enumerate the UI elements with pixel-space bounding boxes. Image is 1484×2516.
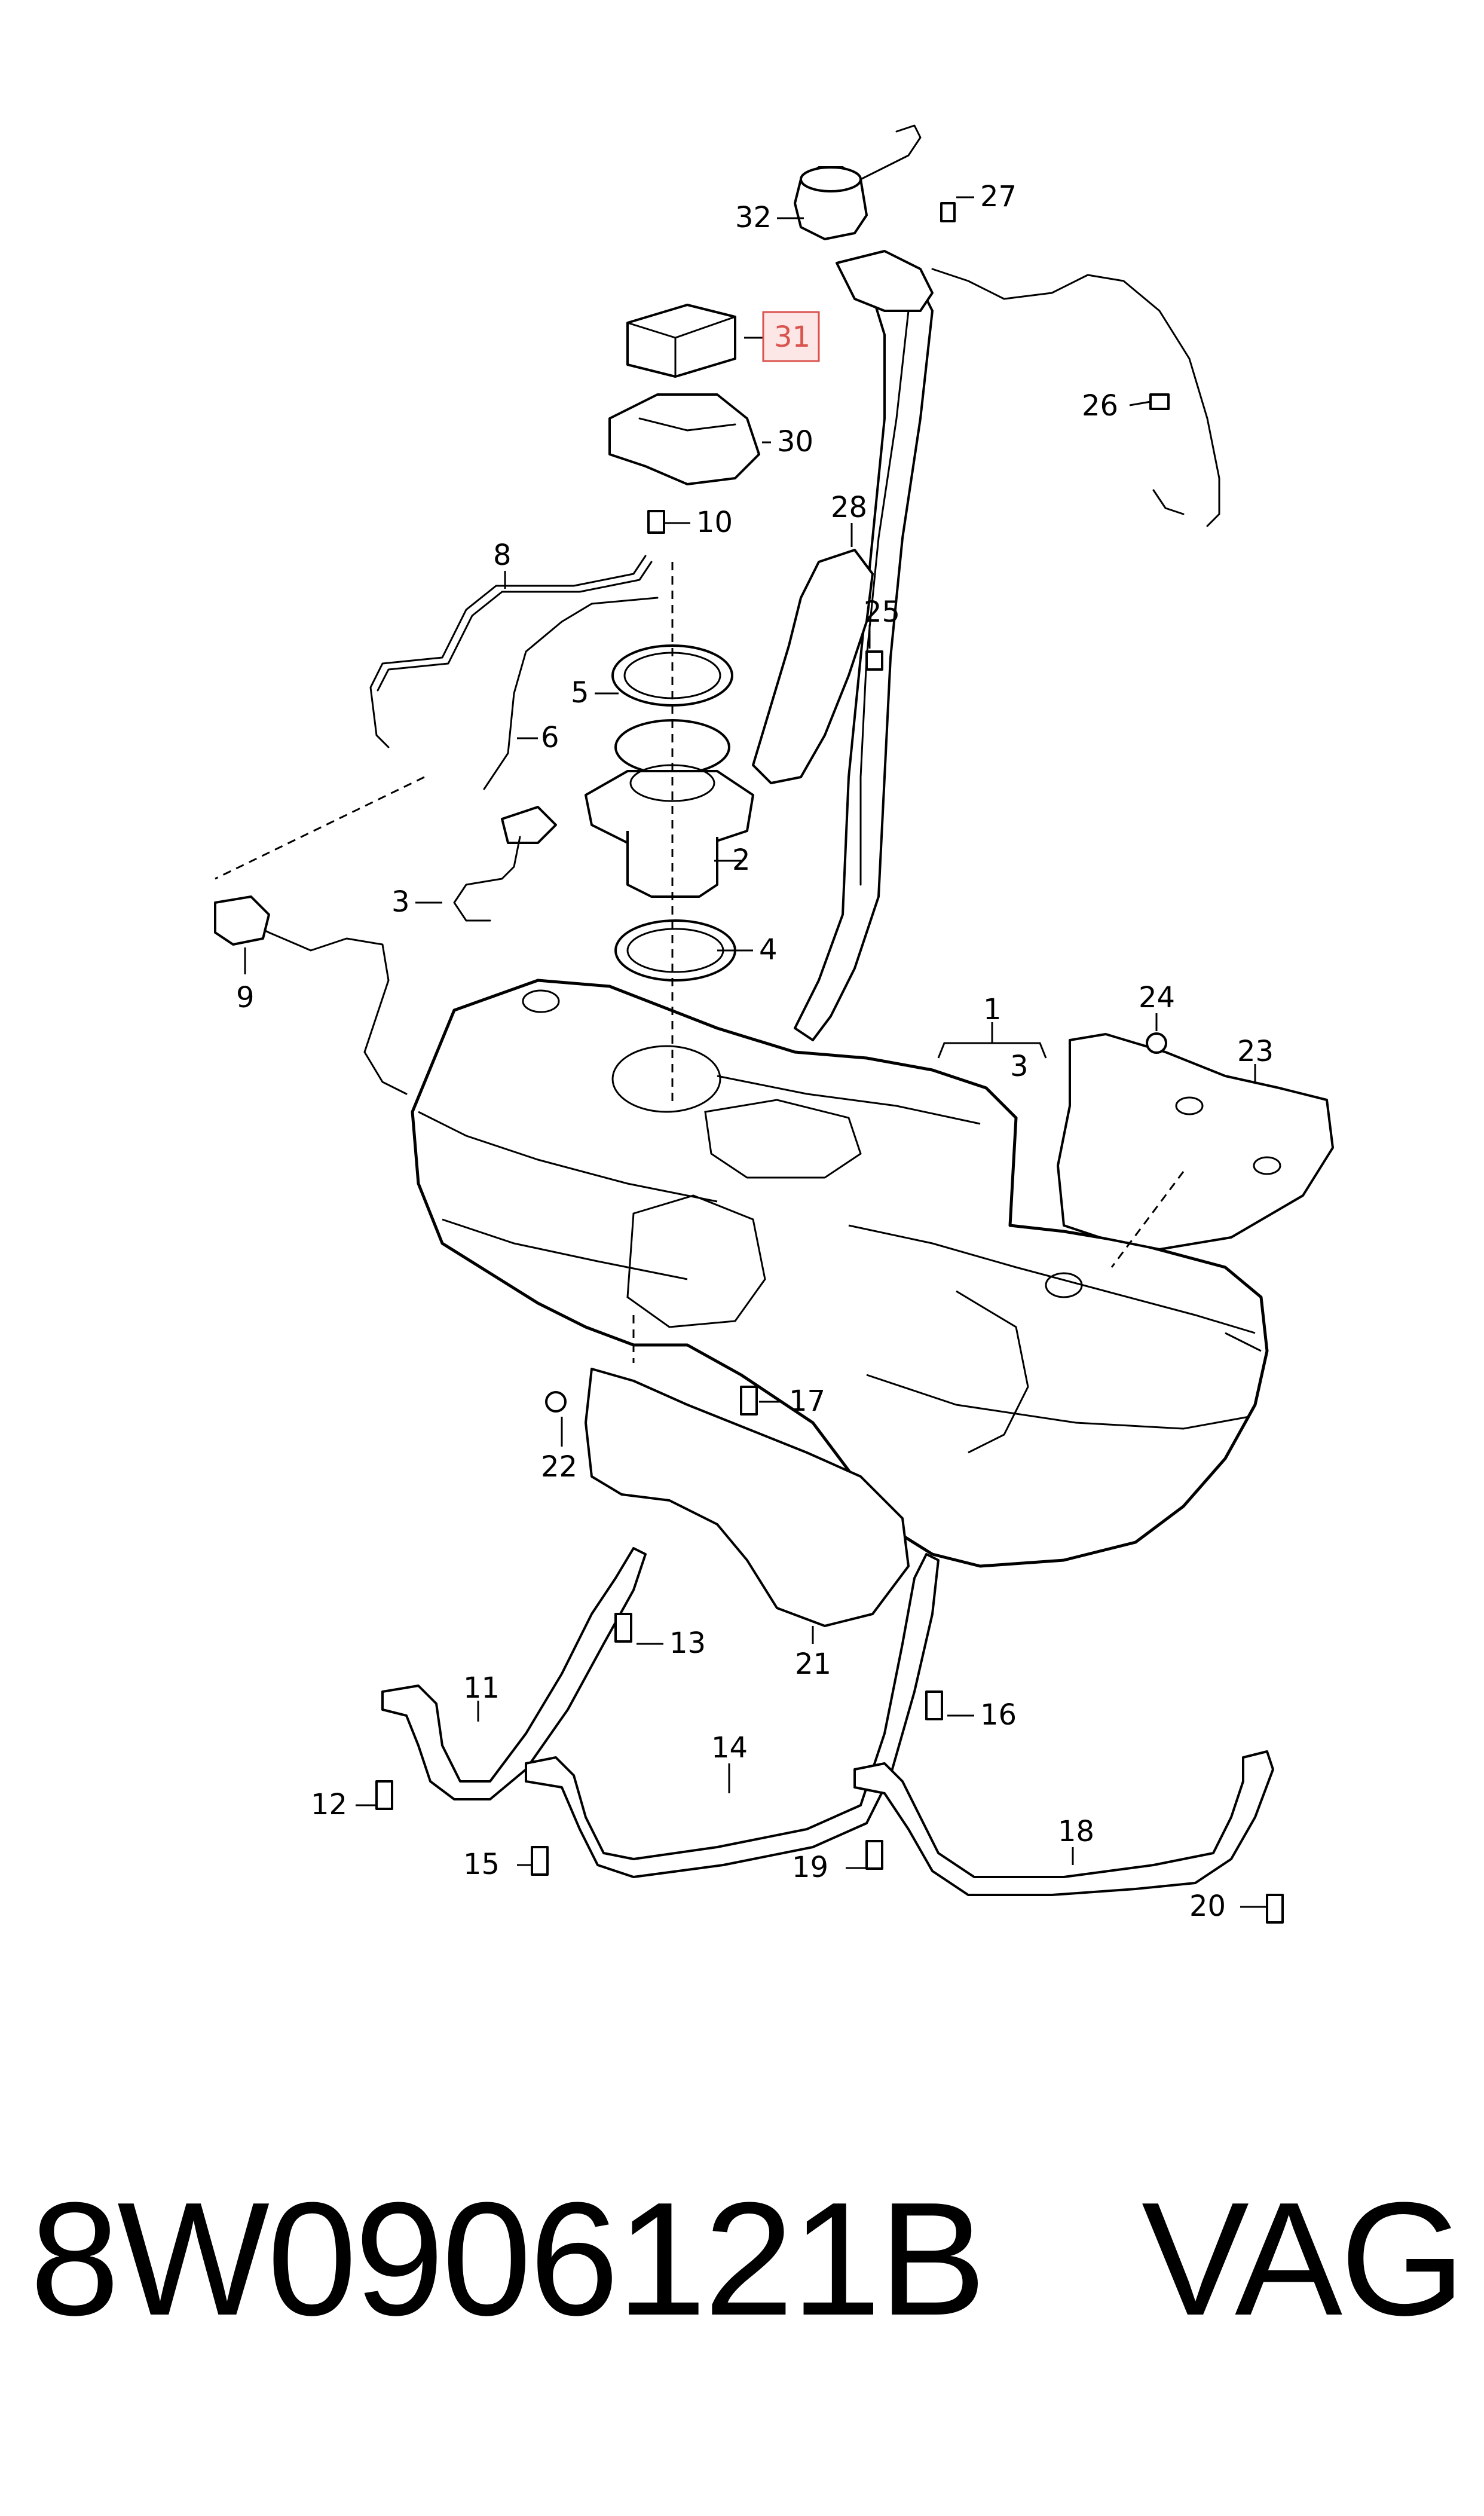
callout-16: 16 xyxy=(980,1698,1017,1732)
connector-wire xyxy=(214,806,557,946)
callout-13: 13 xyxy=(669,1627,706,1660)
callout-30: 30 xyxy=(777,425,813,458)
brand-name: VAG xyxy=(1142,2169,1465,2349)
part-number: 8W0906121B xyxy=(30,2169,986,2349)
tank-strap-14 xyxy=(525,1553,940,1878)
heat-shield-lower xyxy=(585,1368,910,1627)
callout-labels: 1 3 2 3 4 5 6 8 9 10 11 12 13 14 15 16 1… xyxy=(236,180,1274,1923)
leader-lines xyxy=(244,196,1267,1908)
callout-28: 28 xyxy=(831,491,867,524)
footer: 8W0906121B VAG xyxy=(30,2169,1465,2349)
callout-32: 32 xyxy=(735,201,772,234)
callout-18: 18 xyxy=(1058,1815,1094,1848)
fuel-pump-assembly xyxy=(585,644,754,898)
dashed-assembly-lines xyxy=(215,562,1185,1363)
callout-14: 14 xyxy=(711,1731,748,1765)
filler-neck xyxy=(794,250,1220,1041)
callout-6: 6 xyxy=(541,721,559,754)
filler-cap xyxy=(794,124,922,240)
callout-4: 4 xyxy=(759,933,778,967)
callout-11: 11 xyxy=(463,1671,500,1705)
callout-31-highlight-box xyxy=(762,311,820,362)
callout-9: 9 xyxy=(236,981,255,1014)
callout-2: 2 xyxy=(732,843,751,877)
tank-strap-11 xyxy=(381,1547,647,1800)
heat-shield-right xyxy=(1057,1033,1334,1251)
callout-20: 20 xyxy=(1189,1890,1226,1923)
callout-15: 15 xyxy=(463,1848,500,1881)
callout-22: 22 xyxy=(541,1450,577,1484)
tank-strap-18 xyxy=(853,1750,1274,1896)
heat-shield-filler xyxy=(752,549,874,784)
callout-27: 27 xyxy=(980,180,1017,213)
fuel-pump-control-unit xyxy=(626,304,736,378)
fuel-lines xyxy=(244,555,659,1095)
callout-21: 21 xyxy=(795,1647,831,1681)
callout-24: 24 xyxy=(1139,981,1175,1014)
callout-10: 10 xyxy=(696,506,733,539)
callout-3-connector: 3 xyxy=(391,885,410,919)
callout-5: 5 xyxy=(571,676,589,710)
callout-31: 31 xyxy=(774,320,810,354)
callout-12: 12 xyxy=(311,1788,347,1821)
callout-26: 26 xyxy=(1082,389,1118,423)
callout-17: 17 xyxy=(789,1384,825,1418)
callout-8: 8 xyxy=(493,539,512,572)
callout-1: 1 xyxy=(983,993,1002,1026)
callout-23: 23 xyxy=(1237,1035,1274,1068)
callout-19: 19 xyxy=(792,1851,828,1884)
fuel-tank xyxy=(411,979,1269,1568)
callout-25: 25 xyxy=(864,595,900,629)
control-unit-bracket xyxy=(608,393,760,485)
callout-3-tank: 3 xyxy=(1010,1050,1029,1083)
